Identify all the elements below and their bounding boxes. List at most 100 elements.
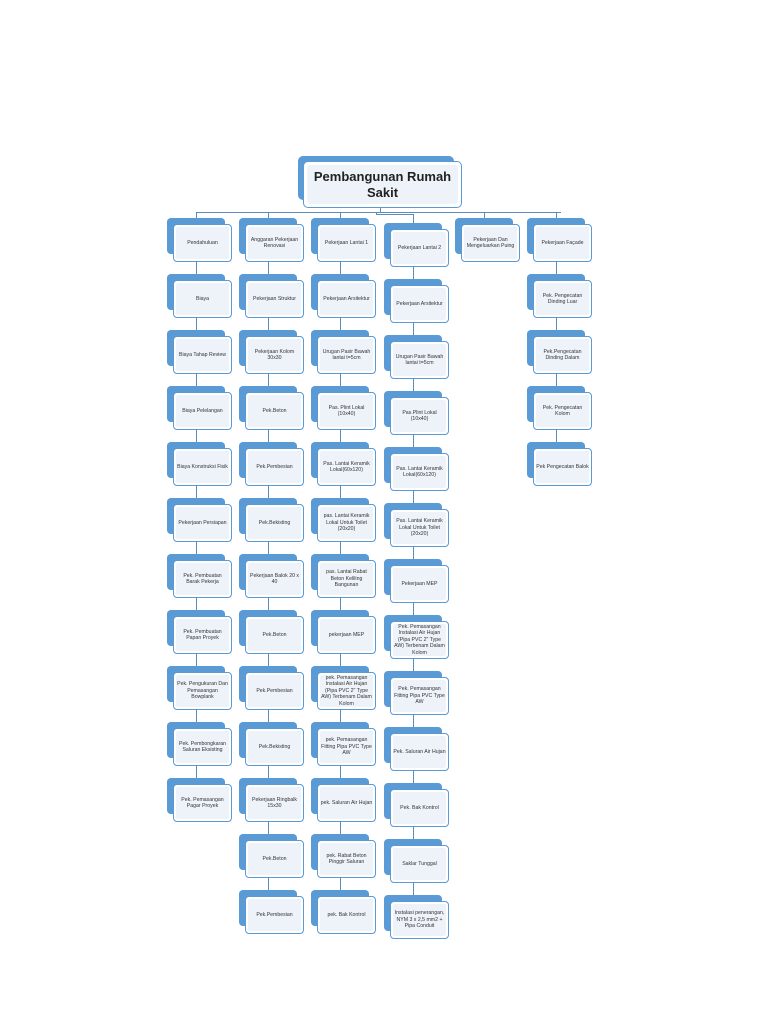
task-node: Pek. Saluran Air Hujan [384, 727, 449, 771]
task-node: Pek. Bak Kontrol [384, 783, 449, 827]
task-node: Pekerjaan Kolom 30x30 [239, 330, 304, 374]
node-label: Pekerjaan Dan Mengeluarkan Puing [466, 236, 515, 249]
column-header-node: Pekerjaan Lantai 2 [384, 223, 449, 267]
connector-line [268, 877, 269, 890]
node-box: Biaya Konstruksi Fisik [173, 448, 232, 486]
node-label: Pek.Bekisting [258, 743, 291, 750]
node-label: Pek. Saluran Air Hujan [393, 748, 446, 755]
connector-line [556, 429, 557, 442]
node-label: Pekerjaan Arsitektur [323, 295, 370, 302]
connector-line [196, 597, 197, 610]
node-box: Anggaran Pekerjaan Renovasi [245, 224, 304, 262]
node-box: pek. Rabat Beton Pinggir Saluran [317, 840, 376, 878]
connector-line [268, 821, 269, 834]
task-node: Pek. Pembuatan Barak Pekerja [167, 554, 232, 598]
node-box: Pek. Pembuatan Papan Proyek [173, 616, 232, 654]
task-node: Pek.Pembesian [239, 442, 304, 486]
connector-line [340, 212, 341, 219]
node-label: Pekerjaan Lantai 2 [397, 244, 442, 251]
connector-line [340, 653, 341, 666]
connector-line [376, 212, 377, 215]
task-node: Pekerjaan MEP [384, 559, 449, 603]
node-box: pas. Lantai Keramik Lokal Untuk Toilet (… [317, 504, 376, 542]
connector-line [268, 317, 269, 330]
task-node: Pekerjaan Persiapan [167, 498, 232, 542]
node-label: Pek.Pengecatan Dinding Dalam [543, 348, 582, 361]
node-box: Biaya Pelelangan [173, 392, 232, 430]
node-box: pek. Pemasangan Fitting Pipa PVC Type AW [317, 728, 376, 766]
node-label: Pek.Pembesian [256, 911, 293, 918]
task-node: Pek.Beton [239, 610, 304, 654]
node-label: pekerjaan MEP [328, 631, 365, 638]
node-label: Biaya [196, 295, 209, 302]
connector-line [340, 317, 341, 330]
connector-line [196, 429, 197, 442]
node-box: Pek.Pembesian [245, 672, 304, 710]
connector-line [340, 597, 341, 610]
node-box: Pekerjaan Struktur [245, 280, 304, 318]
node-box: Biaya [173, 280, 232, 318]
node-label: Instalasi penerangan, NYM 3 x 2,5 mm2 + … [394, 910, 445, 930]
node-label: Pekerjaan Façade [541, 239, 584, 246]
connector-line [413, 658, 414, 671]
connector-line [484, 212, 485, 219]
task-node: Pek. Pembongkaran Saluran Eksisting [167, 722, 232, 766]
connector-line [268, 653, 269, 666]
node-box: Pekerjaan Lantai 2 [390, 229, 449, 267]
node-label: Urugan Pasir Bawah lantai t=5cm [322, 348, 371, 361]
node-label: Pek. Pembongkaran Saluran Eksisting [178, 740, 226, 753]
node-box: Pas. Lantai Keramik Lokal Untuk Toilet (… [390, 509, 449, 547]
node-box: Pek.Beton [245, 616, 304, 654]
connector-line [340, 765, 341, 778]
connector-line [268, 485, 269, 498]
connector-line [380, 207, 381, 212]
connector-line [340, 261, 341, 274]
connector-line [196, 541, 197, 554]
node-label: Pek. Pengukuran Dan Pemasangan Bowplank [177, 681, 228, 701]
node-box: Pekerjaan Persiapan [173, 504, 232, 542]
node-box: Pek. Pengukuran Dan Pemasangan Bowplank [173, 672, 232, 710]
node-label: Pek. Pembuatan Barak Pekerja [183, 572, 222, 585]
task-node: Instalasi penerangan, NYM 3 x 2,5 mm2 + … [384, 895, 449, 939]
node-box: Pek. Saluran Air Hujan [390, 733, 449, 771]
connector-line [268, 541, 269, 554]
node-label: pek. Pemasangan Instalasi Air Hujan (Pip… [321, 674, 372, 707]
node-label: Pek. Pembuatan Papan Proyek [183, 628, 222, 641]
node-label: Pekerjaan Arsitektur [396, 300, 443, 307]
node-label: pas. Lantai Rabat Beton Keliling Banguna… [326, 569, 367, 589]
node-box: Pek. Bak Kontrol [390, 789, 449, 827]
connector-line [268, 373, 269, 386]
node-box: Pekerjaan Arsitektur [390, 285, 449, 323]
connector-line [268, 597, 269, 610]
task-node: Pekerjaan Ringbalk 15x30 [239, 778, 304, 822]
node-label: pek. Pemasangan Fitting Pipa PVC Type AW [321, 737, 372, 757]
task-node: Pek.Pembesian [239, 890, 304, 934]
node-box: Biaya Tahap Review [173, 336, 232, 374]
node-label: Pekerjaan Balok 20 x 40 [249, 572, 300, 585]
task-node: Pekerjaan Arsitektur [384, 279, 449, 323]
task-node: Pekerjaan Balok 20 x 40 [239, 554, 304, 598]
node-label: Pek. Pemasangan Instalasi Air Hujan (Pip… [394, 623, 445, 656]
node-label: pek. Rabat Beton Pinggir Saluran [326, 852, 367, 865]
node-box: Pek. Pembuatan Barak Pekerja [173, 560, 232, 598]
connector-line [413, 826, 414, 839]
task-node: Biaya Tahap Review [167, 330, 232, 374]
node-label: Pas. Lantai Keramik Lokal(60x120) [396, 465, 443, 478]
connector-line [556, 212, 557, 219]
node-box: Pek.Pembesian [245, 448, 304, 486]
connector-line [197, 212, 561, 213]
connector-line [413, 546, 414, 559]
node-label: Pek. Pemasangan Fitting Pipa PVC Type AW [394, 686, 445, 706]
connector-line [196, 709, 197, 722]
task-node: Pek. Pembuatan Papan Proyek [167, 610, 232, 654]
node-box: pek. Pemasangan Instalasi Air Hujan (Pip… [317, 672, 376, 710]
node-box: Pek. Pembongkaran Saluran Eksisting [173, 728, 232, 766]
node-box: Pek. Pengecatan Dinding Luar [533, 280, 592, 318]
node-box: Pekerjaan Dan Mengeluarkan Puing [461, 224, 520, 262]
node-box: Pas. Lantai Keramik Lokal(60x120) [390, 453, 449, 491]
root-node-box: Pembangunan Rumah Sakit [303, 161, 462, 208]
node-box: Pekerjaan Balok 20 x 40 [245, 560, 304, 598]
task-node: pek. Bak Kontrol [311, 890, 376, 934]
node-label: pas. Lantai Keramik Lokal Untuk Toilet (… [323, 513, 370, 533]
connector-line [413, 714, 414, 727]
